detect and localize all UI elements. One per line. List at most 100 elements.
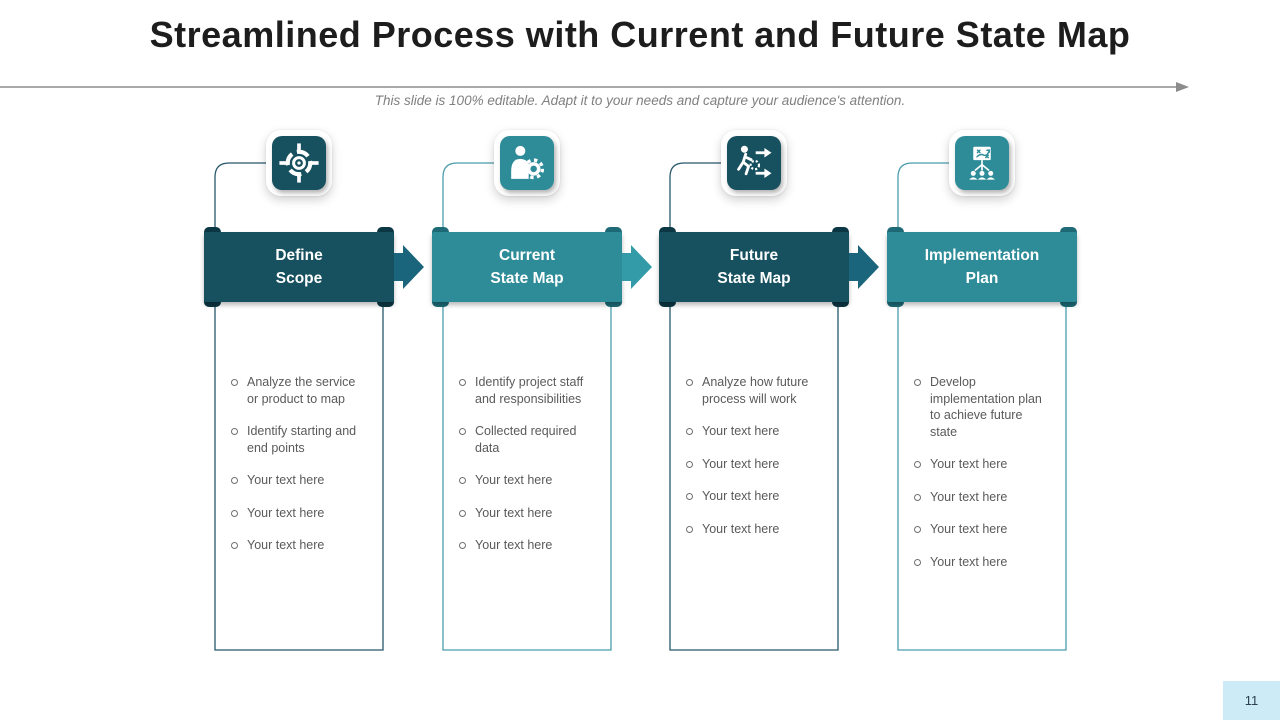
bullet-marker [686,379,693,386]
list-item[interactable]: Collected required data [459,423,601,456]
icon-square [500,136,554,190]
bullet-text: Your text here [930,457,1008,471]
bullet-text: Your text here [475,473,553,487]
bullet-marker [231,477,238,484]
bullet-text: Your text here [247,505,325,520]
column-current-state-map: Current State Map Identify project staff… [412,130,652,660]
bullet-text: Your text here [702,521,780,536]
bullet-marker [686,525,693,533]
list-item[interactable]: Your text here [914,554,1056,571]
bullet-list: Analyze the service or product to map Id… [231,374,373,570]
list-item[interactable]: Your text here [231,537,373,554]
bullet-marker [914,493,921,501]
bullet-text: Your text here [702,456,780,471]
bullet-marker [686,460,693,468]
list-item[interactable]: Your text here [459,537,601,554]
icon-card[interactable] [494,130,560,196]
bullet-marker [914,379,921,386]
step-title-line1: Current [499,247,555,264]
bullet-text: Your text here [930,554,1008,569]
running-person-arrows-icon [737,145,772,178]
list-item[interactable]: Your text here [914,521,1056,538]
title-divider-arrowhead [1176,82,1189,92]
list-item[interactable]: Your text here [686,456,828,473]
icon-card[interactable] [721,130,787,196]
column-define-scope: Define Scope Analyze the service or prod… [184,130,424,660]
step-title-line1: Implementation [924,247,1040,264]
list-item[interactable]: Your text here [914,489,1056,506]
step-arrow [394,245,424,289]
icon-card[interactable] [949,130,1015,196]
bullet-marker [231,379,238,386]
icon-square [272,136,326,190]
list-item[interactable]: Develop implementation plan to achieve f… [914,374,1056,440]
page-number-badge: 11 [1223,681,1280,720]
bullet-marker [459,542,466,549]
bullet-text: Your text here [702,424,780,438]
step-header-current-state-map[interactable]: Current State Map [432,232,652,302]
list-item[interactable]: Your text here [686,423,828,440]
step-header-future-state-map[interactable]: Future State Map [659,232,879,302]
step-title: Current State Map [432,232,622,290]
bullet-marker [686,493,693,500]
target-icon [279,143,319,183]
list-item[interactable]: Your text here [459,472,601,489]
icon-square [955,136,1009,190]
slide-title[interactable]: Streamlined Process with Current and Fut… [149,14,1131,55]
bullet-marker [231,509,238,517]
list-item[interactable]: Your text here [914,456,1056,473]
icon-card[interactable] [266,130,332,196]
icon-square [727,136,781,190]
step-arrow [849,245,879,289]
title-divider-line [0,86,1176,88]
list-item[interactable]: Identify project staff and responsibilit… [459,374,601,407]
bullet-text: Develop implementation plan to achieve f… [930,375,1042,439]
bullet-marker [231,428,238,435]
slide-subtitle[interactable]: This slide is 100% editable. Adapt it to… [374,93,906,108]
column-future-state-map: Future State Map Analyze how future proc… [639,130,879,660]
step-title: Define Scope [204,232,394,290]
list-item[interactable]: Identify starting and end points [231,423,373,456]
bullet-text: Your text here [475,538,553,552]
bullet-list: Identify project staff and responsibilit… [459,374,601,570]
bullet-list: Analyze how future process will work You… [686,374,828,553]
step-title-line2: State Map [717,270,791,287]
bullet-text: Your text here [930,522,1008,536]
step-title-line2: State Map [490,270,564,287]
bullet-text: Your text here [247,473,325,487]
bullet-text: Your text here [247,538,325,552]
bullet-marker [459,509,466,517]
bullet-text: Identify starting and end points [247,424,357,455]
person-gear-icon [511,145,545,180]
step-arrow [622,245,652,289]
step-title-line1: Define [275,247,323,264]
step-title-line2: Plan [965,270,999,287]
step-header-implementation-plan[interactable]: Implementation Plan [887,232,1077,302]
bullet-list: Develop implementation plan to achieve f… [914,374,1056,586]
step-header-define-scope[interactable]: Define Scope [204,232,424,302]
bullet-text: Analyze the service or product to map [247,375,356,406]
list-item[interactable]: Your text here [686,488,828,505]
list-item[interactable]: Your text here [686,521,828,538]
bullet-marker [914,461,921,468]
bullet-text: Identify project staff and responsibilit… [475,375,584,406]
step-title: Implementation Plan [887,232,1077,290]
bullet-text: Your text here [930,489,1008,504]
bullet-text: Collected required data [475,424,577,455]
bullet-marker [231,542,238,549]
strategy-board-team-icon [969,146,995,180]
list-item[interactable]: Analyze the service or product to map [231,374,373,407]
list-item[interactable]: Your text here [231,472,373,489]
list-item[interactable]: Your text here [231,505,373,522]
bullet-marker [459,477,466,484]
step-title: Future State Map [659,232,849,290]
bullet-text: Your text here [702,489,780,503]
list-item[interactable]: Your text here [459,505,601,522]
step-title-line1: Future [729,247,779,264]
bullet-marker [686,428,693,435]
list-item[interactable]: Analyze how future process will work [686,374,828,407]
page-number: 11 [1244,693,1259,708]
bullet-text: Your text here [475,505,553,520]
